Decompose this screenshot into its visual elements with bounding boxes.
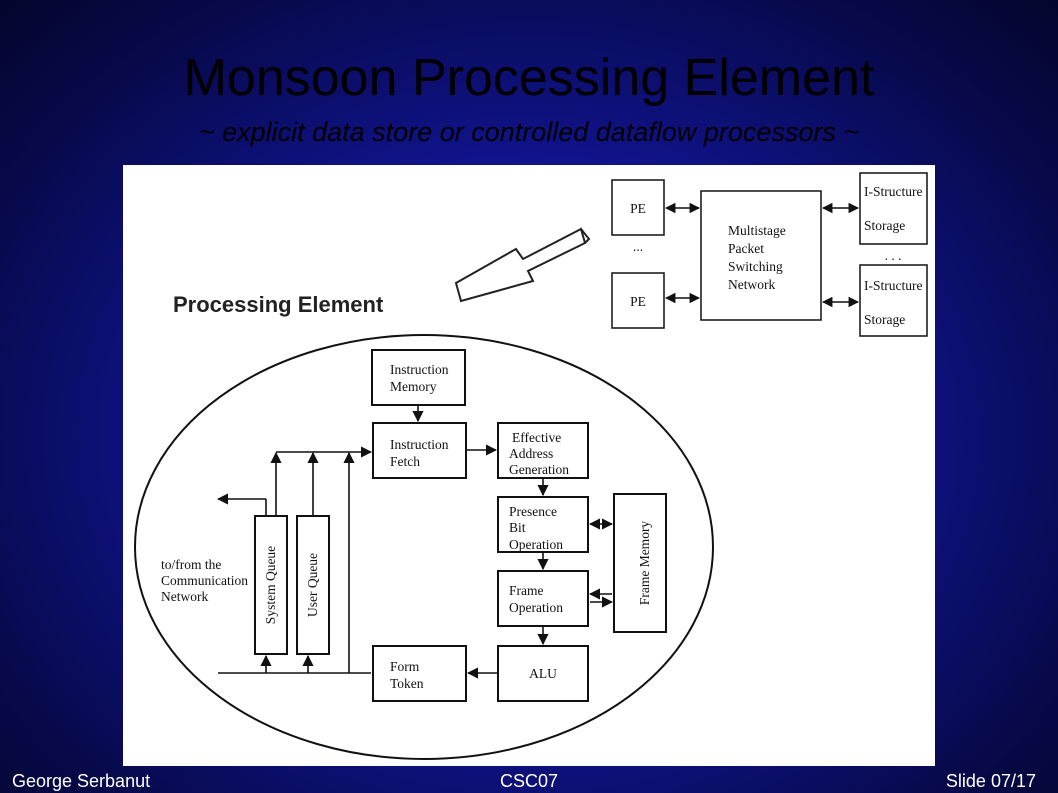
pbit-line-3: Operation xyxy=(509,537,563,552)
fop-line-1: Frame xyxy=(509,583,544,598)
pe-box-top: PE xyxy=(611,179,665,236)
switch-line-1: Multistage xyxy=(728,223,786,238)
fop-line-2: Operation xyxy=(509,600,563,615)
istructure-storage-bottom: I-Structure Storage xyxy=(859,264,928,337)
pointer-arrow-icon xyxy=(454,227,591,303)
form-token-block: Form Token xyxy=(372,645,467,702)
slide-title: Monsoon Processing Element xyxy=(183,49,875,107)
footer-slide-number: Slide 07/17 xyxy=(945,771,1036,791)
istruct-top-line-2: Storage xyxy=(864,218,905,233)
footer-course: CSC07 xyxy=(499,771,559,791)
frame-memory-block: Frame Memory xyxy=(613,493,667,633)
switch-line-4: Network xyxy=(728,277,775,292)
system-queue-label: System Queue xyxy=(263,546,278,624)
comm-line-3: Network xyxy=(161,589,208,604)
network-links xyxy=(664,202,860,308)
pbit-line-2: Bit xyxy=(509,520,526,535)
switch-line-2: Packet xyxy=(728,241,764,256)
pe-ellipsis: ... xyxy=(633,239,643,254)
pe-label-top: PE xyxy=(630,201,646,216)
pe-box-bottom: PE xyxy=(611,272,665,329)
packet-switching-network: Multistage Packet Switching Network xyxy=(700,190,822,321)
istruct-top-line-1: I-Structure xyxy=(864,184,922,199)
ftoken-line-1: Form xyxy=(390,659,420,674)
eaddr-line-2: Address xyxy=(509,446,553,461)
slide-subtitle: ~ explicit data store or controlled data… xyxy=(198,117,860,147)
istruct-bottom-line-1: I-Structure xyxy=(864,278,922,293)
imem-line-1: Instruction xyxy=(390,362,449,377)
alu-label: ALU xyxy=(529,666,557,681)
presence-bit-block: Presence Bit Operation xyxy=(497,496,589,553)
pe-connections xyxy=(216,405,614,679)
ifetch-line-1: Instruction xyxy=(390,437,449,452)
comm-network-label: to/from the Communication Network xyxy=(161,557,248,604)
user-queue-label: User Queue xyxy=(305,553,320,617)
system-queue-block: System Queue xyxy=(254,515,288,655)
pe-boundary xyxy=(134,334,714,760)
frame-memory-label: Frame Memory xyxy=(637,521,652,606)
diagram-heading: Processing Element xyxy=(173,292,384,317)
effective-address-block: Effective Address Generation xyxy=(497,422,589,479)
ifetch-line-2: Fetch xyxy=(390,454,420,469)
istructure-storage-top: I-Structure Storage xyxy=(859,172,928,245)
pbit-line-1: Presence xyxy=(509,504,557,519)
comm-line-2: Communication xyxy=(161,573,248,588)
switch-line-3: Switching xyxy=(728,259,783,274)
ftoken-line-2: Token xyxy=(390,676,424,691)
instruction-memory-block: Instruction Memory xyxy=(371,349,466,406)
user-queue-block: User Queue xyxy=(296,515,330,655)
imem-line-2: Memory xyxy=(390,379,437,394)
pe-label-bottom: PE xyxy=(630,294,646,309)
frame-operation-block: Frame Operation xyxy=(497,570,589,627)
alu-block: ALU xyxy=(497,645,589,702)
instruction-fetch-block: Instruction Fetch xyxy=(372,422,467,479)
istruct-ellipsis: . . . xyxy=(885,248,902,263)
istruct-bottom-line-2: Storage xyxy=(864,312,905,327)
processing-element-diagram: PE ... PE Multistage Packet Switching Ne… xyxy=(123,165,935,766)
eaddr-line-1: Effective xyxy=(512,430,561,445)
eaddr-line-3: Generation xyxy=(509,462,569,477)
comm-line-1: to/from the xyxy=(161,557,221,572)
footer-author: George Serbanut xyxy=(12,771,151,791)
